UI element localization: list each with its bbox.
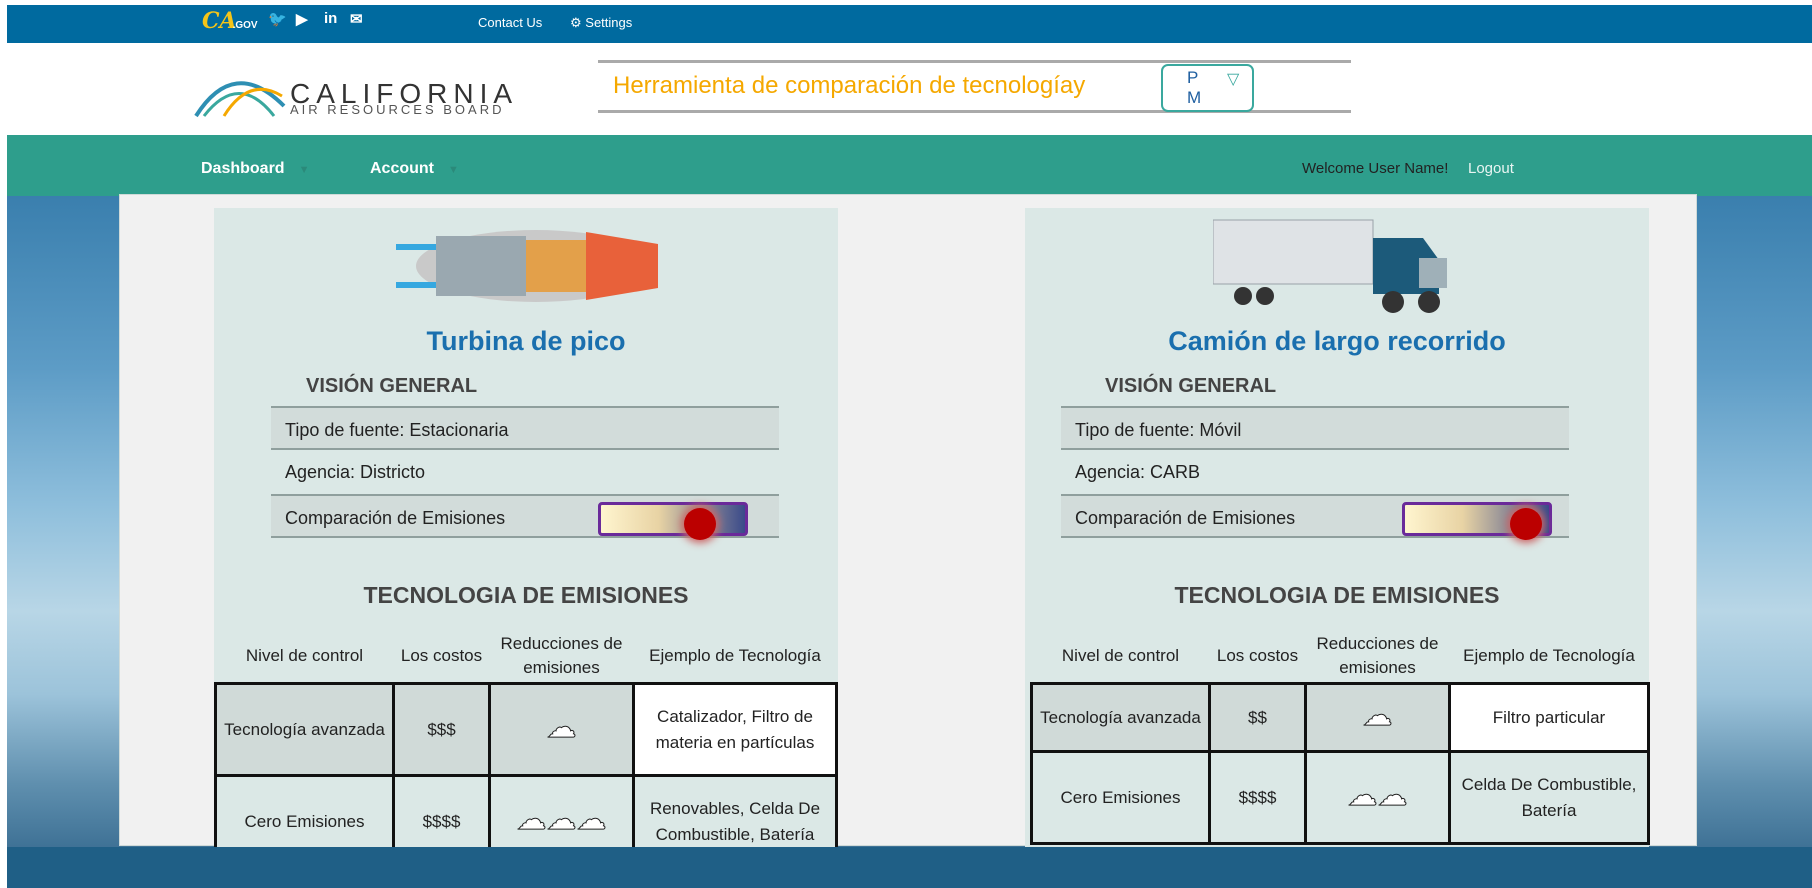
slider-knob[interactable] [1510, 508, 1542, 540]
logout-link[interactable]: Logout [1468, 160, 1514, 177]
cloud-icon: ☁ [1377, 778, 1408, 812]
footer-bar [7, 847, 1812, 888]
email-icon[interactable]: ✉ [350, 11, 363, 28]
cell-cost: $$$$ [1208, 750, 1307, 845]
pm-dropdown[interactable]: PM ▽ [1161, 64, 1254, 112]
col-header: Nivel de control [245, 646, 364, 665]
cloud-icon: ☁ [1362, 698, 1393, 732]
settings-label: Settings [585, 15, 633, 30]
settings-link[interactable]: ⚙ Settings [570, 15, 632, 31]
cloud-icon: ☁ [546, 710, 577, 744]
emissions-slider[interactable] [598, 502, 748, 540]
card-title: Camión de largo recorrido [1168, 326, 1506, 356]
col-header: Ejemplo de Tecnología [1463, 646, 1635, 665]
cloud-icon: ☁ [1347, 778, 1378, 812]
carb-logo-icon [194, 81, 286, 118]
emissions-label: Comparación de Emisiones [1075, 508, 1296, 528]
cell-reduction: ☁☁ [1304, 750, 1451, 845]
col-header: Ejemplo de Tecnología [649, 646, 821, 665]
cell-example: Filtro particular [1448, 682, 1650, 753]
col-header: Los costos [1216, 646, 1299, 665]
contact-us-link[interactable]: Contact Us [478, 15, 543, 30]
col-header: Reducciones de emisiones [1316, 634, 1439, 677]
truck-image [1213, 219, 1447, 313]
cell-example: Celda De Combustible, Batería [1448, 750, 1650, 845]
cell-reduction: ☁ [1304, 682, 1451, 753]
chevron-down-icon: ▼ [448, 164, 459, 176]
cell-example: Catalizador, Filtro de materia en partíc… [632, 682, 838, 777]
nav-account[interactable]: Account▼ [370, 160, 459, 177]
cell-level: Tecnología avanzada [1030, 682, 1211, 753]
table-row: Tecnología avanzada $$$ ☁ Catalizador, F… [214, 682, 838, 777]
col-header: Nivel de control [1061, 646, 1180, 665]
welcome-text: Welcome User Name! [1302, 160, 1449, 177]
tech-table: Nivel de control Los costos Reducciones … [214, 630, 838, 869]
header [7, 43, 1812, 135]
cell-cost: $$$ [392, 682, 491, 777]
cell-reduction: ☁ [488, 682, 635, 777]
card-long-haul-truck: Camión de largo recorrido VISIÓN GENERAL… [1025, 208, 1650, 888]
cloud-icon: ☁ [546, 802, 577, 836]
source-type: Tipo de fuente: Estacionaria [271, 406, 779, 450]
tech-heading: TECNOLOGIA DE EMISIONES [363, 582, 689, 608]
card-title: Turbina de pico [426, 326, 626, 356]
source-type: Tipo de fuente: Móvil [1061, 406, 1569, 450]
nav-bar [7, 135, 1812, 196]
chevron-down-icon: ▽ [1227, 71, 1240, 88]
gear-icon: ⚙ [570, 15, 582, 30]
cell-cost: $$ [1208, 682, 1307, 753]
slider-knob[interactable] [684, 508, 716, 540]
org-subtitle: AIR RESOURCES BOARD [290, 102, 505, 117]
cell-level: Tecnología avanzada [214, 682, 395, 777]
agency: Agencia: Districto [285, 462, 426, 482]
col-header: Los costos [400, 646, 483, 665]
tech-heading: TECNOLOGIA DE EMISIONES [1174, 582, 1500, 608]
col-header: Reducciones de emisiones [500, 634, 623, 677]
app-title: Herramienta de comparación de tecnología… [613, 72, 1086, 99]
title-frame [598, 60, 1351, 113]
table-row: Cero Emisiones $$$$ ☁☁ Celda De Combusti… [1030, 750, 1650, 845]
twitter-icon[interactable]: 🐦 [268, 11, 287, 28]
linkedin-icon[interactable]: in [324, 10, 338, 27]
pm-label: PM [1187, 68, 1202, 107]
top-bar [7, 5, 1812, 43]
agency: Agencia: CARB [1075, 462, 1201, 482]
chevron-down-icon: ▼ [298, 164, 310, 176]
youtube-icon[interactable]: ▶ [296, 11, 308, 28]
emissions-label: Comparación de Emisiones [285, 508, 506, 528]
overview-heading: VISIÓN GENERAL [1105, 375, 1277, 397]
overview-heading: VISIÓN GENERAL [306, 375, 478, 397]
table-row: Tecnología avanzada $$ ☁ Filtro particul… [1030, 682, 1650, 753]
nav-dashboard[interactable]: Dashboard▼ [201, 160, 310, 177]
card-peak-turbine: Turbina de pico VISIÓN GENERAL Tipo de f… [214, 208, 838, 888]
cloud-icon: ☁ [516, 802, 547, 836]
ca-gov-logo[interactable]: CA.GOV [202, 8, 258, 34]
org-name: CALIFORNIA [290, 78, 519, 109]
cell-level: Cero Emisiones [1030, 750, 1211, 845]
cloud-icon: ☁ [576, 802, 607, 836]
tech-table: Nivel de control Los costos Reducciones … [1030, 630, 1650, 845]
turbine-image [396, 230, 658, 302]
emissions-slider[interactable] [1402, 502, 1552, 540]
